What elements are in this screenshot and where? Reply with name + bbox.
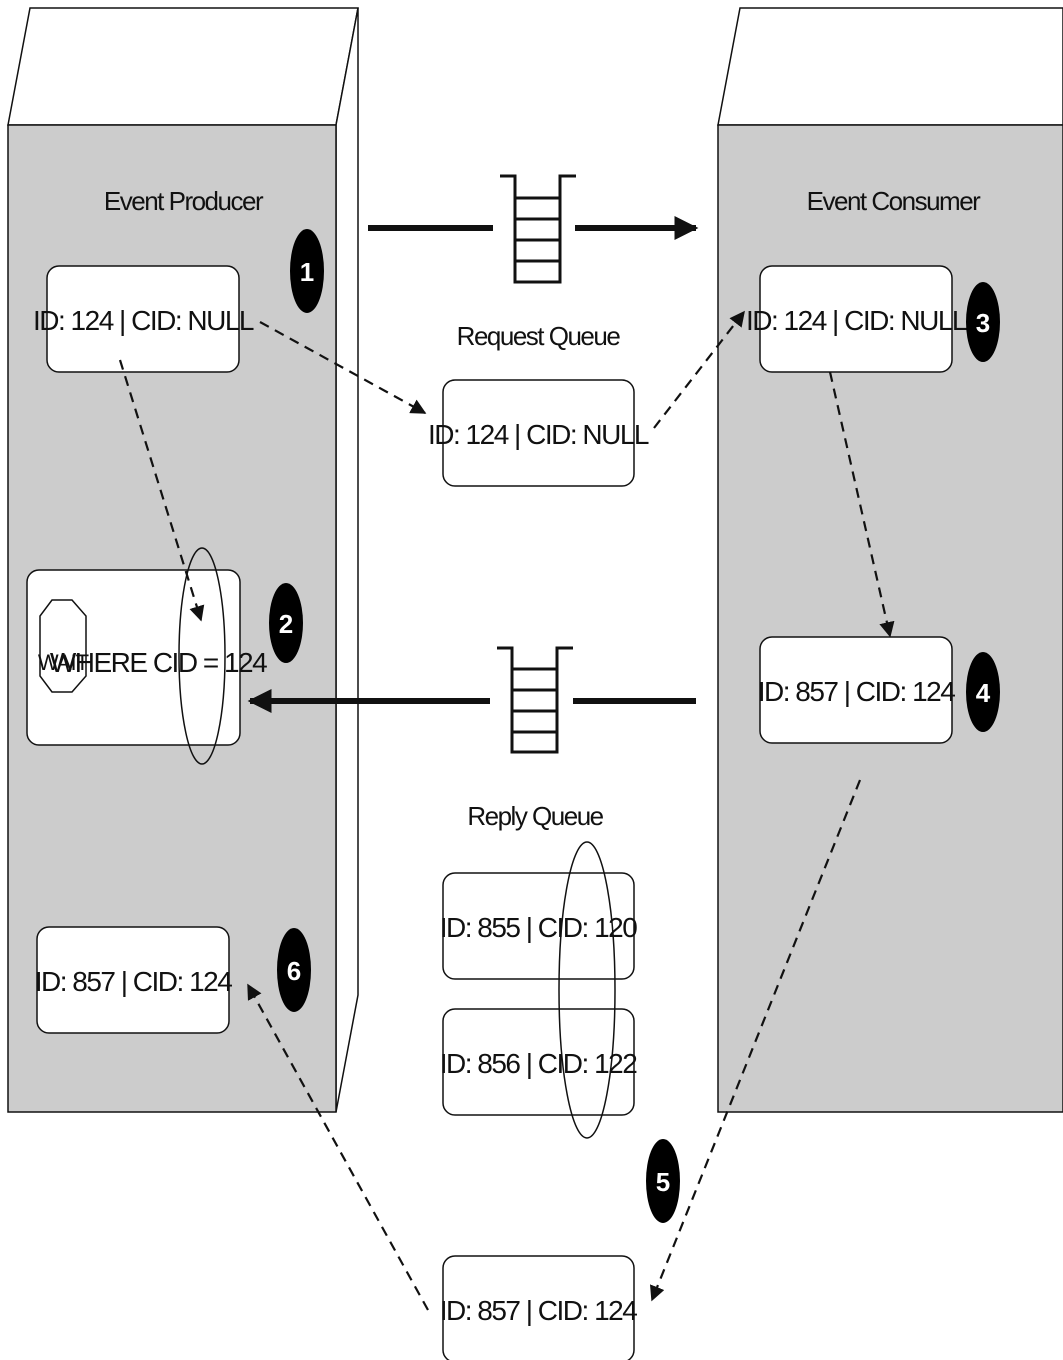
request-queue-label: Request Queue — [457, 321, 621, 351]
wait-label: WAIT — [38, 650, 89, 675]
producer-received-msg-box: ID: 857 | CID: 124 — [35, 926, 234, 1034]
dashed-arrow-request-queue-to-consumer — [653, 310, 745, 429]
step-badge-2: 2 — [269, 583, 303, 663]
producer-title: Event Producer — [104, 186, 264, 216]
step-badge-1: 1 — [290, 229, 324, 313]
reply-bottom-msg: ID: 857 | CID: 124 — [440, 1295, 638, 1326]
request-queue-icon — [500, 174, 576, 284]
wait-clause: WHERE CID = 124 — [50, 647, 267, 678]
consumer-reply-msg-box: ID: 857 | CID: 124 — [758, 636, 957, 744]
step-badge-6: 6 — [277, 928, 311, 1012]
reply-queue-msg-1: ID: 855 | CID: 120 — [440, 912, 638, 943]
producer-request-msg-box: ID: 124 | CID: NULL — [33, 265, 255, 373]
step-badge-4: 4 — [966, 652, 1000, 732]
svg-text:4: 4 — [976, 678, 991, 708]
consumer-title: Event Consumer — [807, 186, 981, 216]
reply-queue-msg-box-1: ID: 855 | CID: 120 — [440, 872, 639, 980]
request-queue-msg-box: ID: 124 | CID: NULL — [428, 379, 650, 487]
event-consumer-box — [717, 7, 1063, 1113]
producer-request-msg: ID: 124 | CID: NULL — [33, 305, 254, 336]
svg-text:2: 2 — [279, 609, 293, 639]
cid-highlight-ellipse — [178, 547, 226, 765]
reply-queue-msg-box-2: ID: 856 | CID: 122 — [440, 1008, 639, 1116]
request-queue-msg: ID: 124 | CID: NULL — [428, 419, 649, 450]
dashed-arrow-producer-to-request-queue — [259, 321, 427, 414]
consumer-received-msg-box: ID: 124 | CID: NULL — [746, 265, 968, 373]
dashed-arrow-consumer-process — [828, 371, 895, 638]
step-badge-5: 5 — [646, 1139, 680, 1223]
svg-text:6: 6 — [287, 956, 301, 986]
svg-text:3: 3 — [976, 308, 990, 338]
svg-text:1: 1 — [300, 257, 314, 287]
reply-queue-icon — [497, 646, 573, 754]
producer-received-msg: ID: 857 | CID: 124 — [35, 966, 233, 997]
producer-wait-box: WAIT WHERE CID = 124 — [26, 547, 269, 765]
dashed-arrow-reply-queue-to-producer — [247, 983, 429, 1311]
dashed-arrow-consumer-to-reply-queue — [649, 779, 862, 1302]
reply-queue-msg-2: ID: 856 | CID: 122 — [440, 1048, 638, 1079]
reply-queue-label: Reply Queue — [467, 801, 603, 831]
reply-bottom-msg-box: ID: 857 | CID: 124 — [440, 1255, 639, 1360]
reply-cid-highlight-ellipse — [558, 841, 616, 1139]
consumer-received-msg: ID: 124 | CID: NULL — [746, 305, 967, 336]
svg-text:5: 5 — [656, 1167, 670, 1197]
consumer-reply-msg: ID: 857 | CID: 124 — [758, 676, 956, 707]
stop-sign-icon — [39, 599, 87, 693]
dashed-arrow-request-to-wait — [118, 359, 205, 622]
step-badge-3: 3 — [966, 282, 1000, 362]
